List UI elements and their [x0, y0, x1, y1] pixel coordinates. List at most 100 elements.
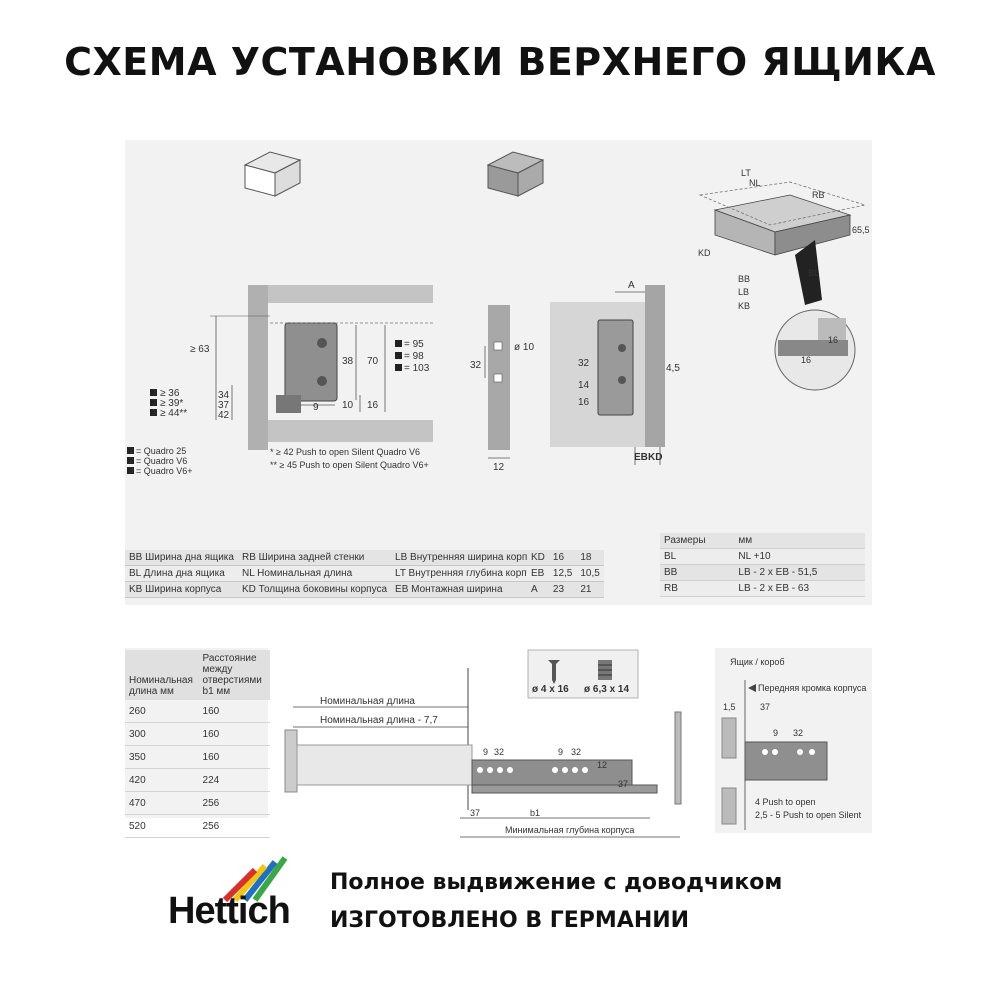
table-row: BB LB - 2 x EB - 51,5 — [660, 564, 865, 581]
table-cell: 16 — [548, 550, 577, 566]
table-cell: RB — [660, 580, 735, 597]
dim-10: 10 — [342, 400, 354, 411]
table-cell: LB - 2 x EB - 51,5 — [734, 564, 865, 581]
dim-4-5: 4,5 — [666, 363, 680, 374]
dim-14: 14 — [578, 380, 590, 391]
table-row: KB Ширина корпуса KD Толщина боковины ко… — [125, 581, 547, 598]
dim-12: 12 — [597, 760, 607, 770]
dim-EB: EB — [634, 452, 648, 463]
table-cell: LB - 2 x EB - 63 — [734, 580, 865, 597]
table-cell: NL +10 — [734, 548, 865, 565]
dim-34: 34 — [218, 390, 230, 401]
dim-32-detail: 32 — [793, 728, 803, 738]
nominal-length-minus: Номинальная длина - 7,7 — [320, 715, 438, 726]
table-row: RB LB - 2 x EB - 63 — [660, 580, 865, 597]
table-cell: A — [527, 581, 549, 598]
promo-line-1: Полное выдвижение с доводчиком — [330, 870, 783, 895]
table-cell: BB — [660, 564, 735, 581]
table-cell: 420 — [125, 768, 199, 792]
table-cell: 160 — [198, 722, 270, 746]
side-panel-profile — [484, 305, 510, 459]
push-to-open-silent-label: 2,5 - 5 Push to open Silent — [755, 810, 862, 820]
drawer-icon-shaded — [486, 151, 545, 197]
hole-diameter: ø 10 — [514, 342, 534, 353]
screw-icon — [548, 660, 612, 684]
table-cell: EB Монтажная ширина — [391, 581, 547, 598]
table-cell: EB — [527, 565, 549, 582]
min-cabinet-depth: Минимальная глубина корпуса — [505, 825, 634, 835]
nominal-length: Номинальная длина — [320, 696, 415, 707]
iso-RB: RB — [812, 190, 825, 200]
dim-32-right: 32 — [578, 358, 590, 369]
page-title: СХЕМА УСТАНОВКИ ВЕРХНЕГО ЯЩИКА — [64, 40, 936, 84]
min-height-1: ≥ 36 — [160, 388, 180, 399]
table-header-row: Размеры мм — [660, 533, 865, 549]
dim-32-a: 32 — [494, 747, 504, 757]
table-cell: 300 — [125, 722, 199, 746]
iso-16a: 16 — [828, 335, 838, 345]
table-cell: KD — [527, 550, 549, 566]
marker-3: 3 — [152, 408, 157, 417]
dim-9-a: 9 — [483, 747, 488, 757]
screw-size-2: ø 6,3 x 14 — [584, 684, 629, 695]
table-row: A 23 21 — [527, 581, 604, 598]
dim-ge63: ≥ 63 — [190, 344, 210, 355]
dim-9-b: 9 — [558, 747, 563, 757]
table-cell: NL Номинальная длина — [237, 565, 392, 582]
abbreviation-table: BB Ширина дна ящика RB Ширина задней сте… — [125, 550, 547, 598]
legend-marker-3: 3 — [129, 466, 134, 475]
dim-70: 70 — [367, 356, 379, 367]
table-row: BB Ширина дна ящика RB Ширина задней сте… — [125, 550, 547, 566]
iso-LT: LT — [741, 168, 751, 178]
table-cell: BB Ширина дна ящика — [125, 550, 238, 566]
screw-size-1: ø 4 x 16 — [532, 684, 569, 695]
iso-65-5: 65,5 — [852, 225, 870, 235]
table-cell: 21 — [576, 581, 604, 598]
table-cell: LT Внутренняя глубина корпуса — [391, 565, 547, 582]
height-2: = 98 — [404, 351, 424, 362]
marker-2: 2 — [152, 398, 157, 407]
table-header: Расстояние между отверстиями b1 мм — [198, 650, 270, 700]
table-cell: LB Внутренняя ширина корпуса — [391, 550, 547, 566]
dim-1-5: 1,5 — [723, 702, 736, 712]
dimensions-table: Размеры мм BL NL +10 BB LB - 2 x EB - 51… — [660, 533, 865, 597]
iso-KB: KB — [738, 301, 750, 311]
front-edge-detail — [721, 680, 828, 830]
dim-9-detail: 9 — [773, 728, 778, 738]
table-cell: 160 — [198, 700, 270, 723]
iso-BB: BB — [738, 274, 750, 284]
side-section-drawing — [127, 285, 433, 474]
table-row: EB 12,5 10,5 — [527, 565, 604, 582]
table-cell: BL Длина дна ящика — [125, 565, 238, 582]
legend-quadro-v6: = Quadro V6 — [136, 456, 187, 466]
table-cell: 224 — [198, 768, 270, 792]
marker-1: 1 — [152, 388, 157, 397]
height-3: = 103 — [404, 363, 430, 374]
dim-37: 37 — [218, 400, 230, 411]
dim-b1: b1 — [530, 808, 540, 818]
runner-drawing — [284, 668, 682, 838]
hole-pattern — [477, 767, 588, 773]
table-cell: 470 — [125, 791, 199, 815]
hole-spacing-32: 32 — [470, 360, 482, 371]
front-edge-label: Передняя кромка корпуса — [758, 683, 866, 693]
screw-box — [527, 649, 639, 699]
drawer-icon-front — [243, 151, 302, 197]
table-cell: KD Толщина боковины корпуса — [237, 581, 392, 598]
table-cell: RB Ширина задней стенки — [237, 550, 392, 566]
length-table: Номинальная длина мм Расстояние между от… — [125, 650, 270, 838]
iso-NL: NL — [749, 178, 761, 188]
table-row: KD 16 18 — [527, 550, 604, 566]
table-cell: 160 — [198, 745, 270, 769]
cabinet-section-drawing — [550, 285, 665, 465]
table-row: BL Длина дна ящика NL Номинальная длина … — [125, 565, 547, 582]
note-push-v6: * ≥ 42 Push to open Silent Quadro V6 — [270, 447, 420, 457]
kd-table: KD 16 18 EB 12,5 10,5 A 23 21 — [527, 550, 604, 598]
